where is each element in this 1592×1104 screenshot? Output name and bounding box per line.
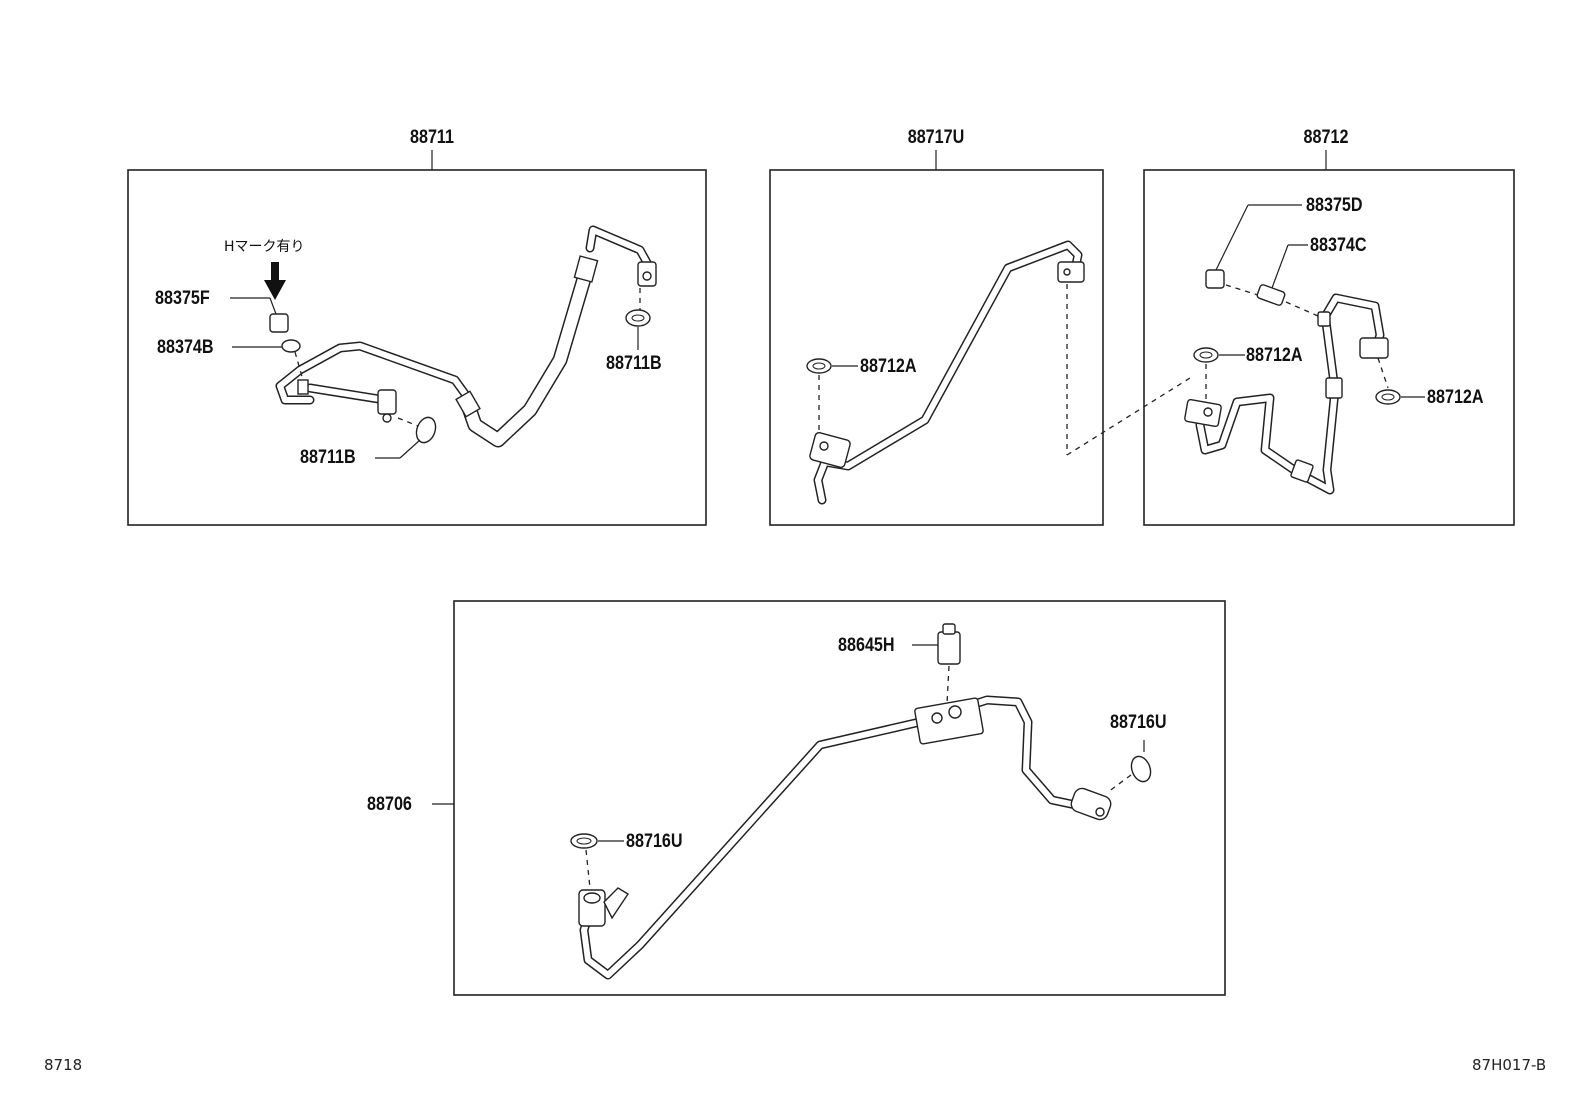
pipe-88706 bbox=[578, 695, 1112, 980]
frame-88706 bbox=[453, 600, 1226, 996]
group-label-88706: 88706 bbox=[367, 794, 412, 815]
callout-88716u-right: 88716U bbox=[1110, 712, 1167, 733]
footer-right-code: 87H017-B bbox=[1472, 1056, 1547, 1074]
callout-88716u-left: 88716U bbox=[626, 831, 683, 852]
frame-88712 bbox=[1143, 169, 1515, 526]
group-label-88717u: 88717U bbox=[907, 127, 965, 148]
cap-88375f bbox=[269, 313, 289, 333]
oring-88712a-mid bbox=[1193, 347, 1219, 363]
pipe-88712 bbox=[1184, 293, 1389, 495]
oring-88711b-bottom bbox=[415, 416, 437, 444]
pipe-88717u bbox=[809, 240, 1085, 505]
sensor-88645h bbox=[937, 631, 961, 665]
callout-88712a-mid: 88712A bbox=[1246, 345, 1303, 366]
callout-88712a-right: 88712A bbox=[1427, 387, 1484, 408]
callout-88645h: 88645H bbox=[838, 635, 895, 656]
callout-88375f: 88375F bbox=[155, 288, 210, 309]
callout-88712a-left: 88712A bbox=[860, 356, 917, 377]
callout-88375d: 88375D bbox=[1306, 195, 1363, 216]
oring-88716u-right bbox=[1130, 755, 1152, 783]
callout-88374b: 88374B bbox=[157, 337, 214, 358]
ring-88374b bbox=[281, 339, 301, 353]
callout-88711b-bottom: 88711B bbox=[300, 447, 356, 468]
callout-88711b-right: 88711B bbox=[606, 353, 662, 374]
frame-88711 bbox=[127, 169, 707, 526]
footer-left-code: 8718 bbox=[44, 1056, 83, 1074]
arrow-down-icon bbox=[271, 262, 279, 282]
cap-88375d bbox=[1205, 269, 1225, 289]
oring-88712a-left bbox=[806, 358, 832, 374]
oring-88712a-right bbox=[1375, 389, 1401, 405]
group-label-88711: 88711 bbox=[409, 127, 455, 148]
valve-88374c bbox=[1256, 284, 1286, 306]
oring-88716u-left bbox=[570, 833, 598, 849]
pipe-88711 bbox=[275, 225, 657, 448]
group-label-88712: 88712 bbox=[1303, 127, 1349, 148]
h-mark-note: Hマーク有り bbox=[224, 239, 305, 255]
callout-88374c: 88374C bbox=[1310, 235, 1367, 256]
oring-88711b-right bbox=[625, 309, 651, 327]
